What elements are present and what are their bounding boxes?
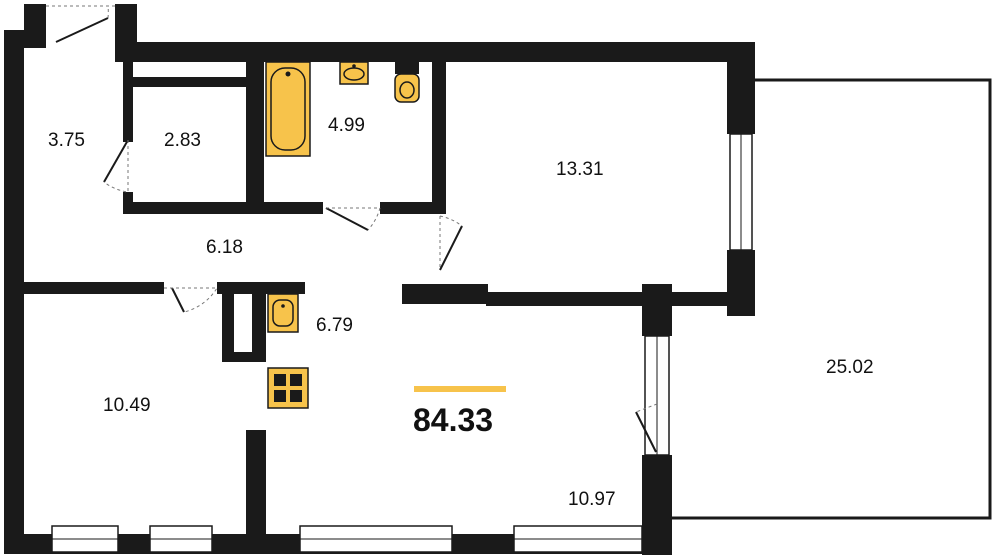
doors: [46, 5, 658, 453]
area-bathroom: 4.99: [328, 115, 365, 136]
area-room-right: 13.31: [556, 159, 604, 180]
total-area: 84.33: [413, 402, 493, 438]
area-hall-small: 3.75: [48, 130, 85, 151]
area-kitchen-zone: 6.79: [316, 315, 353, 336]
total-accent-bar: [414, 386, 506, 392]
sink-icon: [339, 61, 369, 85]
bathtub-icon: [265, 61, 311, 157]
area-living: 10.97: [568, 489, 616, 510]
area-terrace: 25.02: [826, 357, 874, 378]
stove-icon: [267, 367, 309, 409]
area-bedroom: 10.49: [103, 395, 151, 416]
area-storage: 2.83: [164, 130, 201, 151]
kitchen-sink-icon: [267, 293, 299, 333]
windows: [51, 133, 753, 553]
area-corridor: 6.18: [206, 237, 243, 258]
toilet-icon: [394, 62, 420, 103]
walls: [4, 4, 755, 555]
terrace-outline: [672, 78, 992, 520]
